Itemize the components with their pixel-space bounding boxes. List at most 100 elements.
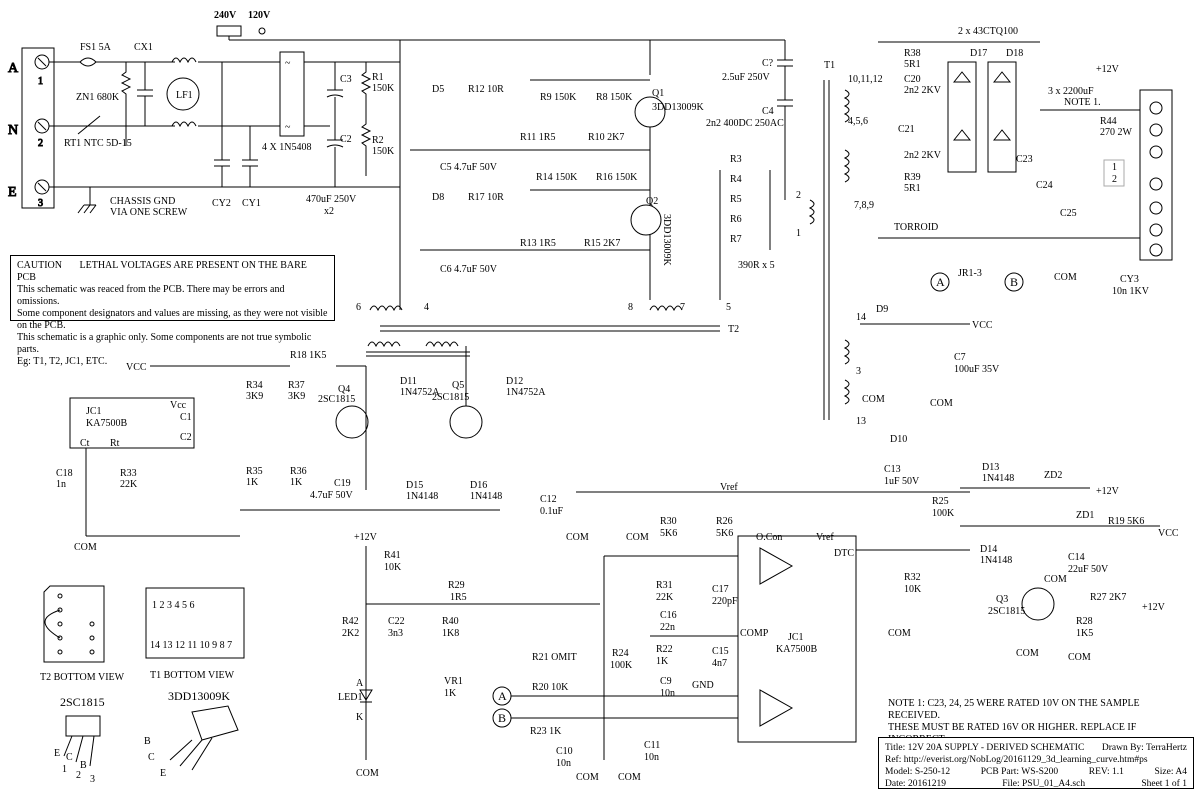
jc1-ct-pin: Ct	[80, 438, 90, 449]
chassis-label-1: CHASSIS GND	[110, 196, 175, 207]
c11-label: C11	[644, 740, 660, 751]
com-c10: COM	[576, 772, 599, 783]
svg-text:C: C	[148, 752, 155, 763]
svg-text:3: 3	[38, 198, 43, 209]
plus12v-r27: +12V	[1142, 602, 1166, 613]
r18-label: R18 1K5	[290, 350, 326, 361]
svg-text:13: 13	[856, 416, 866, 427]
note-1-line-1: NOTE 1: C23, 24, 25 WERE RATED 10V ON TH…	[888, 698, 1140, 721]
com-q3: COM	[1016, 648, 1039, 659]
c13-value: 1uF 50V	[884, 476, 920, 487]
r40-value: 1K8	[442, 628, 459, 639]
r28-value: 1K5	[1076, 628, 1093, 639]
comp-pin: COMP	[740, 628, 769, 639]
t2-view-label: T2 BOTTOM VIEW	[40, 672, 125, 683]
svg-text:5: 5	[726, 302, 731, 313]
c9-label: C9	[660, 676, 672, 687]
c7-label: C7	[954, 352, 966, 363]
c22-label: C22	[388, 616, 405, 627]
r36-label: R36	[290, 466, 307, 477]
r390-label: 390R x 5	[738, 260, 775, 271]
c6-label: C6 4.7uF 50V	[440, 264, 498, 275]
c13-label: C13	[884, 464, 901, 475]
vref-net: Vref	[720, 482, 738, 493]
rev-text: REV: 1.1	[1088, 767, 1124, 777]
r40-label: R40	[442, 616, 459, 627]
c4-label: C4	[762, 106, 774, 117]
caution-box: CAUTION LETHAL VOLTAGES ARE PRESENT ON T…	[10, 255, 335, 367]
c12-value: 0.1uF	[540, 506, 564, 517]
r44-value: 270 2W	[1100, 127, 1133, 138]
d16-value: 1N4148	[470, 491, 502, 502]
led1-label: LED1	[338, 692, 362, 703]
r19-label: R19 5K6	[1108, 516, 1144, 527]
svg-text:1 2 3 4 5 6: 1 2 3 4 5 6	[152, 600, 195, 611]
d10-label: D10	[890, 434, 907, 445]
vr1-label: VR1	[444, 676, 463, 687]
c24-label: C24	[1036, 180, 1053, 191]
c18-label: C18	[56, 468, 73, 479]
r25-value: 100K	[932, 508, 955, 519]
r11-label: R11 1R5	[520, 132, 555, 143]
svg-text:4: 4	[424, 302, 429, 313]
svg-text:B: B	[144, 736, 151, 747]
r37-value: 3K9	[288, 391, 305, 402]
d13-label: D13	[982, 462, 999, 473]
vref-pin: Vref	[816, 532, 834, 543]
dtc-pin: DTC	[834, 548, 854, 559]
fs1-label: FS1 5A	[80, 42, 112, 53]
d5-label: D5	[432, 84, 444, 95]
gnd-label: GND	[692, 680, 714, 691]
r17-label: R17 10R	[468, 192, 504, 203]
vr1-value: 1K	[444, 688, 457, 699]
c12-label: C12	[540, 494, 557, 505]
c5-label: C5 4.7uF 50V	[440, 162, 498, 173]
t2-label: T2	[728, 324, 739, 335]
c14-label: C14	[1068, 552, 1085, 563]
svg-text:2: 2	[796, 190, 801, 201]
r35-label: R35	[246, 466, 263, 477]
jc1-c1-pin: C1	[180, 412, 192, 423]
svg-text:6: 6	[356, 302, 361, 313]
bridge-label: 4 X 1N5408	[262, 142, 311, 153]
caution-line-1: This schematic was reaced from the PCB. …	[17, 284, 285, 307]
svg-text:~: ~	[285, 122, 291, 133]
q4-label: Q4	[338, 384, 350, 395]
d15-label: D15	[406, 480, 423, 491]
zd2-label: ZD2	[1044, 470, 1062, 481]
svg-text:1: 1	[62, 764, 67, 775]
torroid-label: TORROID	[894, 222, 938, 233]
r32-value: 10K	[904, 584, 922, 595]
svg-text:2: 2	[38, 138, 43, 149]
r36-value: 1K	[290, 477, 303, 488]
svg-text:1: 1	[38, 76, 43, 87]
svg-text:3: 3	[856, 366, 861, 377]
svg-text:14 13 12 11 10 9 8 7: 14 13 12 11 10 9 8 7	[150, 640, 232, 651]
c7-value: 100uF 35V	[954, 364, 1000, 375]
d12-label: D12	[506, 376, 523, 387]
com-driver: COM	[74, 542, 97, 553]
d14-value: 1N4148	[980, 555, 1012, 566]
svg-text:2: 2	[1112, 174, 1117, 185]
q3-value: 2SC1815	[988, 606, 1025, 617]
r10-label: R10 2K7	[588, 132, 624, 143]
r37-label: R37	[288, 380, 305, 391]
q3-label: Q3	[996, 594, 1008, 605]
r8-label: R8 150K	[596, 92, 633, 103]
terminal-N-label: N	[8, 123, 18, 138]
t1-bottom-view	[145, 587, 245, 659]
plus12v-top: +12V	[1096, 64, 1120, 75]
r31-label: R31	[656, 580, 673, 591]
jc1-driver-value: KA7500B	[86, 418, 127, 429]
terminal-E-label: E	[8, 185, 17, 200]
com-led: COM	[356, 768, 379, 779]
terminal-A-label: A	[8, 61, 19, 76]
jr1-label: JR1-3	[958, 268, 982, 279]
pins-7-9: 7,8,9	[854, 200, 874, 211]
caution-line-2: Some component designators and values ar…	[17, 308, 328, 331]
com-label-out: COM	[1054, 272, 1077, 283]
r22-label: R22	[656, 644, 673, 655]
r15-label: R15 2K7	[584, 238, 620, 249]
q2-value: 3DD13009K	[661, 214, 672, 266]
